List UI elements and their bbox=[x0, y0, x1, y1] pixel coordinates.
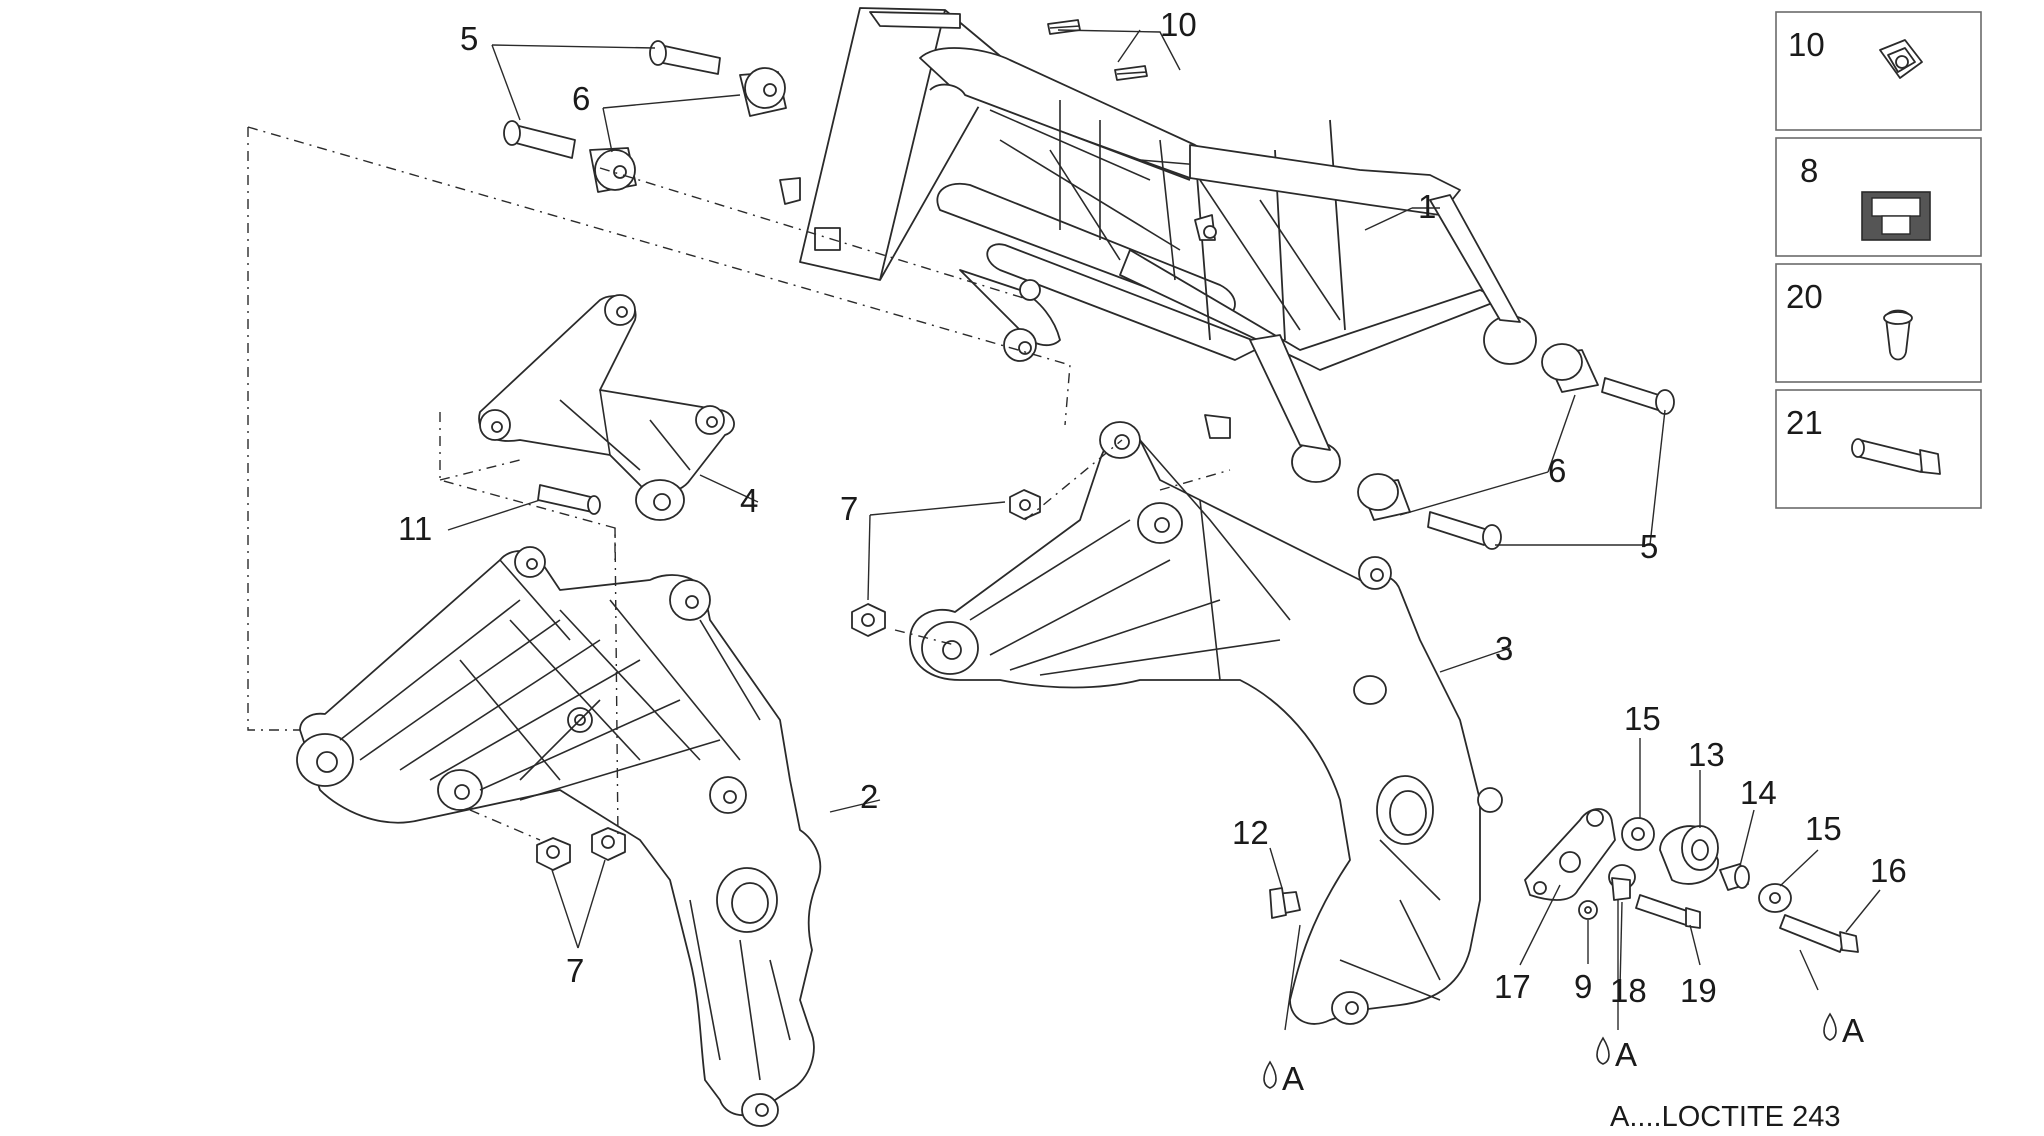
bolt-part-5-top bbox=[649, 40, 721, 75]
callout-7: 7 bbox=[840, 490, 858, 527]
callout-19: 19 bbox=[1680, 972, 1717, 1009]
screw-part-12 bbox=[1269, 887, 1301, 919]
legend-box-10: 10 bbox=[1775, 11, 1982, 131]
callout-5: 5 bbox=[460, 20, 478, 57]
nut-part-7-top bbox=[1009, 489, 1041, 520]
bolt-part-5-mid bbox=[503, 120, 576, 159]
loctite-letter: A bbox=[1282, 1060, 1304, 1097]
assembly-dash-lines bbox=[247, 126, 1231, 841]
loctite-footnote: A....LOCTITE 243 bbox=[1610, 1101, 1840, 1133]
bolt-part-5-right-a bbox=[1601, 377, 1675, 415]
spacer-part-6-top bbox=[739, 67, 787, 117]
callout-15: 15 bbox=[1624, 700, 1661, 737]
washer-part-18 bbox=[1608, 864, 1636, 901]
plate-part-17 bbox=[1524, 808, 1616, 901]
rubber-insert-icon bbox=[1861, 191, 1931, 241]
callout-15: 15 bbox=[1805, 810, 1842, 847]
leader-lines bbox=[447, 29, 1881, 1031]
callout-1: 1 bbox=[1418, 188, 1436, 225]
legend-box-20: 20 bbox=[1775, 263, 1982, 383]
nut-part-7-left bbox=[536, 837, 571, 871]
bolt-part-19 bbox=[1635, 894, 1701, 929]
callout-labels: 5 6 10 1 4 11 7 7 2 3 6 5 12 15 13 14 15… bbox=[398, 6, 1907, 1009]
bracket-part-2 bbox=[296, 546, 822, 1127]
washer-part-9 bbox=[1578, 900, 1598, 920]
callout-17: 17 bbox=[1494, 968, 1531, 1005]
legend-box-8: 8 bbox=[1775, 137, 1982, 257]
callout-5: 5 bbox=[1640, 528, 1658, 565]
callout-6: 6 bbox=[1548, 452, 1566, 489]
callout-2: 2 bbox=[860, 778, 878, 815]
callout-13: 13 bbox=[1688, 736, 1725, 773]
legend-number: 21 bbox=[1786, 404, 1823, 441]
callout-7: 7 bbox=[566, 952, 584, 989]
loctite-letter: A bbox=[1615, 1036, 1637, 1073]
spacer-part-6-right-a bbox=[1541, 343, 1599, 393]
loctite-letter: A bbox=[1842, 1012, 1864, 1049]
callout-6: 6 bbox=[572, 80, 590, 117]
legend-box-21: 21 bbox=[1775, 389, 1982, 509]
callout-14: 14 bbox=[1740, 774, 1777, 811]
callout-18: 18 bbox=[1610, 972, 1647, 1009]
legend-number: 20 bbox=[1786, 278, 1823, 315]
callout-9: 9 bbox=[1574, 968, 1592, 1005]
spacer-part-6-mid bbox=[589, 147, 637, 193]
clip-nut-part-10-b bbox=[1114, 65, 1148, 81]
loctite-marks: A A A bbox=[1263, 1012, 1864, 1097]
nut-part-7-right bbox=[591, 827, 626, 861]
callout-11: 11 bbox=[398, 510, 432, 547]
bolt-part-5-right-b bbox=[1427, 511, 1502, 550]
loctite-drop-icon: A bbox=[1596, 1036, 1637, 1073]
callout-10: 10 bbox=[1160, 6, 1197, 43]
callout-4: 4 bbox=[740, 482, 758, 519]
bolt-part-11 bbox=[537, 484, 601, 515]
loctite-drop-icon: A bbox=[1823, 1012, 1864, 1049]
bracket-part-4 bbox=[478, 294, 735, 521]
clip-nut-icon bbox=[1879, 39, 1923, 79]
bracket-part-3 bbox=[909, 421, 1503, 1025]
spacer-part-14 bbox=[1719, 863, 1750, 891]
loctite-drop-icon: A bbox=[1263, 1060, 1304, 1097]
bushing-part-13 bbox=[1659, 825, 1719, 885]
legend-number: 10 bbox=[1788, 26, 1825, 63]
clip-nut-part-10-a bbox=[1047, 19, 1081, 35]
callout-12: 12 bbox=[1232, 814, 1269, 851]
washer-part-15-right bbox=[1758, 883, 1792, 913]
callout-3: 3 bbox=[1495, 630, 1513, 667]
spacer-part-6-right-b bbox=[1357, 473, 1411, 521]
rivet-nut-icon bbox=[1883, 309, 1913, 361]
washer-part-15-left bbox=[1621, 817, 1655, 851]
main-frame-part-1 bbox=[779, 7, 1537, 483]
callout-16: 16 bbox=[1870, 852, 1907, 889]
legend-number: 8 bbox=[1800, 152, 1818, 189]
bolt-icon bbox=[1851, 438, 1941, 475]
nut-part-7-front bbox=[851, 603, 886, 637]
bolt-part-16 bbox=[1779, 914, 1859, 953]
